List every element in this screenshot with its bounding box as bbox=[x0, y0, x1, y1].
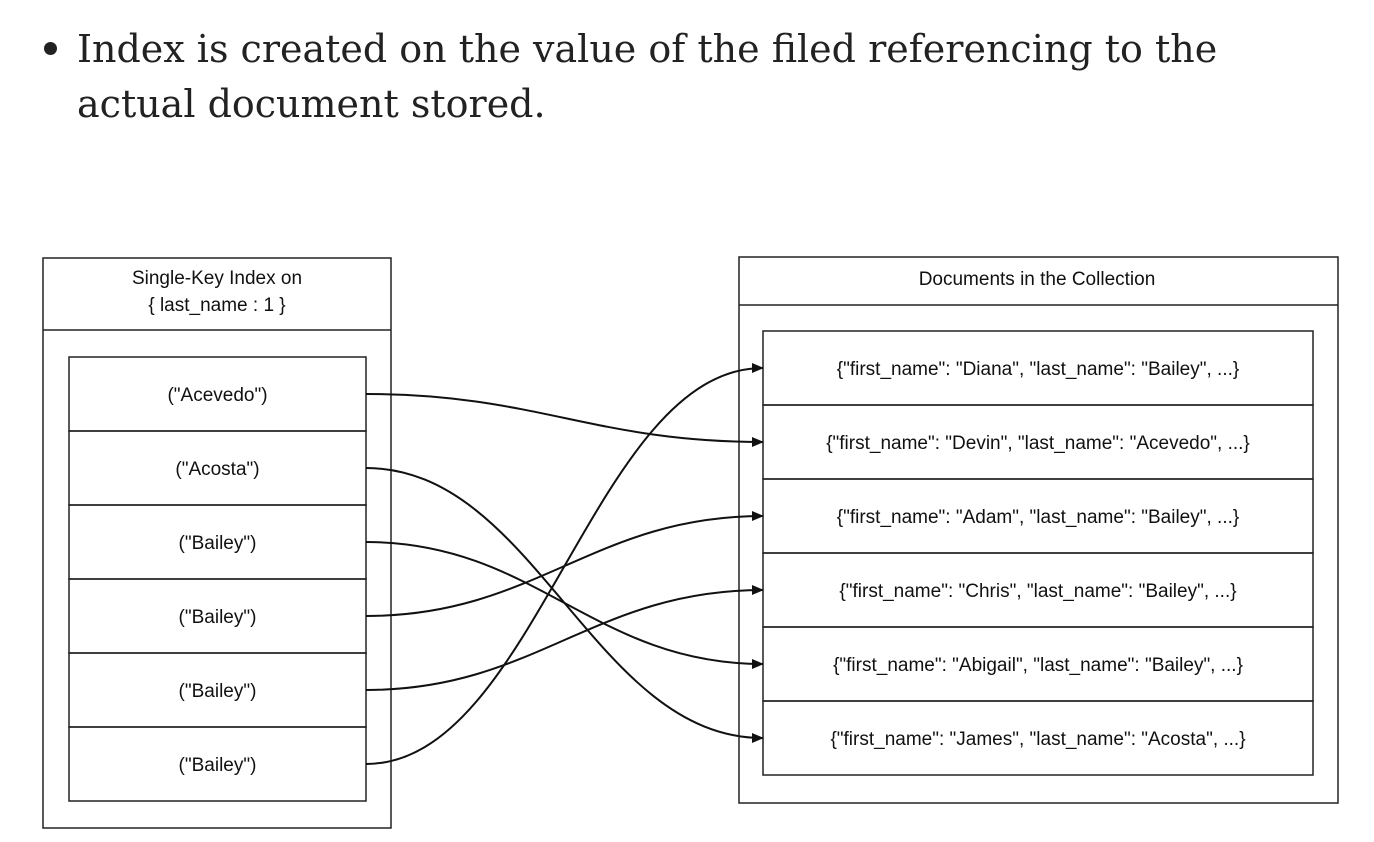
document-entry: {"first_name": "Abigail", "last_name": "… bbox=[762, 626, 1314, 702]
bullet-text: Index is created on the value of the fil… bbox=[77, 27, 1218, 126]
index-entry: ("Acosta") bbox=[68, 430, 367, 506]
index-entry: ("Bailey") bbox=[68, 652, 367, 728]
index-link-arrow bbox=[365, 363, 764, 765]
index-entry-label: ("Acevedo") bbox=[167, 385, 267, 406]
index-entry: ("Bailey") bbox=[68, 578, 367, 654]
index-entry-label: ("Acosta") bbox=[175, 459, 259, 480]
index-link-arrow bbox=[365, 585, 764, 691]
index-entry-label: ("Bailey") bbox=[179, 607, 257, 628]
document-entry: {"first_name": "Chris", "last_name": "Ba… bbox=[762, 552, 1314, 628]
index-entry: ("Acevedo") bbox=[68, 356, 367, 432]
document-entry-label: {"first_name": "Devin", "last_name": "Ac… bbox=[826, 433, 1250, 454]
document-entry: {"first_name": "Devin", "last_name": "Ac… bbox=[762, 404, 1314, 480]
index-panel-title-line1: Single-Key Index on bbox=[132, 268, 302, 289]
index-link-arrow bbox=[365, 541, 764, 669]
collection-panel-border bbox=[738, 256, 1339, 804]
document-entry-label: {"first_name": "Abigail", "last_name": "… bbox=[833, 655, 1243, 676]
index-panel: Single-Key Index on { last_name : 1 } ("… bbox=[42, 257, 392, 829]
index-entry-label: ("Bailey") bbox=[179, 755, 257, 776]
index-entry: ("Bailey") bbox=[68, 504, 367, 580]
collection-panel: Documents in the Collection {"first_name… bbox=[738, 256, 1339, 804]
document-entry: {"first_name": "Diana", "last_name": "Ba… bbox=[762, 330, 1314, 406]
index-panel-title-line2: { last_name : 1 } bbox=[148, 295, 285, 316]
collection-panel-title: Documents in the Collection bbox=[919, 269, 1156, 290]
document-entry-label: {"first_name": "Diana", "last_name": "Ba… bbox=[837, 359, 1239, 380]
document-entry: {"first_name": "James", "last_name": "Ac… bbox=[762, 700, 1314, 776]
bullet-dot bbox=[44, 42, 57, 55]
index-entry-label: ("Bailey") bbox=[179, 533, 257, 554]
document-entry-label: {"first_name": "Adam", "last_name": "Bai… bbox=[837, 507, 1239, 528]
index-links bbox=[365, 363, 764, 765]
index-entry: ("Bailey") bbox=[68, 726, 367, 802]
index-entry-label: ("Bailey") bbox=[179, 681, 257, 702]
document-entry-label: {"first_name": "James", "last_name": "Ac… bbox=[830, 729, 1245, 750]
document-entry: {"first_name": "Adam", "last_name": "Bai… bbox=[762, 478, 1314, 554]
document-entry-label: {"first_name": "Chris", "last_name": "Ba… bbox=[839, 581, 1236, 602]
index-link-arrow bbox=[365, 393, 764, 447]
document-entries: {"first_name": "Diana", "last_name": "Ba… bbox=[762, 330, 1314, 776]
index-entries: ("Acevedo") ("Acosta") ("Bailey") ("Bailey"… bbox=[68, 356, 367, 802]
